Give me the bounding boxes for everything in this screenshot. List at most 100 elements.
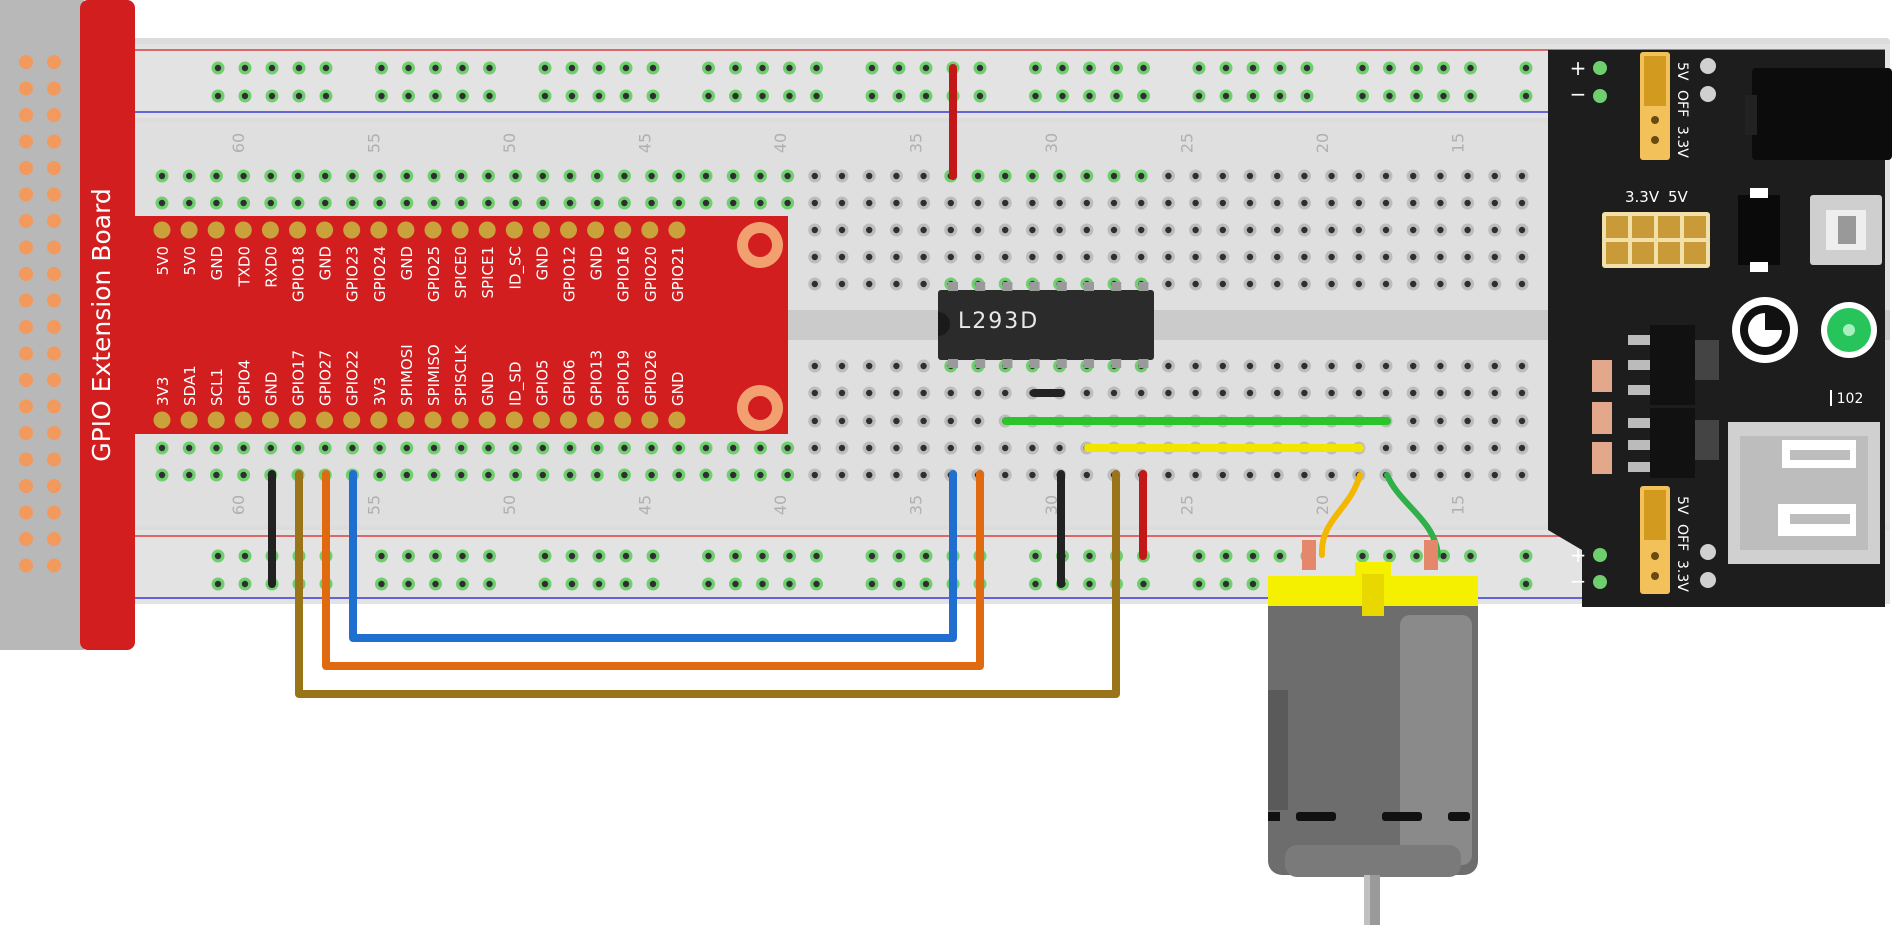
- gpio-pin-label: 5V0: [154, 246, 172, 275]
- chip-leg: [1002, 359, 1013, 368]
- ribbon-pins: [19, 55, 61, 573]
- chip-leg: [975, 282, 986, 291]
- gpio-pin: [587, 411, 605, 429]
- column-number: 30: [1042, 495, 1061, 515]
- gpio-pin-label: SPIMOSI: [398, 344, 416, 406]
- gpio-pin-label: GPIO22: [344, 350, 362, 406]
- column-number: 50: [500, 133, 519, 153]
- ribbon-connector: [0, 0, 84, 650]
- power-module: + − + − 5V OFF 3.3V 5V OFF 3.3V 3.3V 5V: [1548, 50, 1892, 607]
- ribbon-pin: [19, 505, 33, 520]
- ribbon-pin: [19, 532, 33, 546]
- gpio-pin-label: SDA1: [181, 365, 199, 406]
- gpio-pin: [343, 411, 361, 429]
- column-number: 35: [907, 133, 926, 153]
- gpio-pin-label: GND: [317, 246, 335, 280]
- chip-leg: [948, 359, 958, 368]
- gpio-pin-label: 3V3: [371, 377, 389, 406]
- rail-plus-bottom: +: [1570, 543, 1587, 567]
- chip-leg: [1138, 282, 1149, 291]
- ribbon-pin: [19, 346, 33, 361]
- gpio-pin: [641, 411, 659, 429]
- gpio-pin: [180, 411, 198, 429]
- ribbon-pin: [47, 426, 61, 440]
- ribbon-pin: [47, 161, 61, 175]
- gpio-pin: [343, 221, 361, 239]
- ribbon-pin: [19, 55, 33, 69]
- gpio-pin-label: 3V3: [154, 377, 172, 406]
- jumper-top-off: OFF: [1674, 90, 1690, 117]
- chip-leg: [1111, 359, 1122, 368]
- ribbon-pin: [47, 479, 61, 493]
- gpio-pin: [153, 411, 171, 429]
- gpio-pin: [289, 221, 306, 239]
- ribbon-pin: [47, 558, 61, 573]
- ribbon-pin: [47, 214, 61, 228]
- gpio-pin-label: SPIMISO: [425, 344, 443, 406]
- ribbon-pin: [47, 240, 61, 255]
- gpio-pin: [424, 221, 442, 239]
- chip-leg: [1029, 282, 1040, 291]
- ribbon-pin: [19, 108, 33, 122]
- gpio-pin: [587, 221, 605, 239]
- chip-leg: [1138, 359, 1149, 368]
- header-label-5v: 5V: [1668, 188, 1689, 206]
- ribbon-pin: [19, 267, 33, 281]
- chip-leg: [1002, 282, 1013, 291]
- column-number: 35: [907, 495, 926, 515]
- column-number: 15: [1449, 495, 1468, 515]
- ribbon-pin: [47, 55, 61, 69]
- gpio-pin: [451, 221, 469, 239]
- gpio-pin-label: TXD0: [235, 246, 253, 288]
- column-number: 20: [1313, 495, 1332, 515]
- gpio-pin-label: SPISCLK: [452, 344, 470, 406]
- chip-leg: [975, 359, 986, 368]
- gpio-pin-label: GPIO26: [642, 350, 660, 406]
- gpio-pin: [207, 411, 225, 429]
- gpio-pin: [289, 411, 306, 429]
- gpio-pin: [451, 411, 469, 429]
- ribbon-pin: [47, 452, 61, 467]
- column-number: 50: [500, 495, 519, 515]
- gpio-pin: [261, 221, 279, 239]
- gpio-pin-label: GND: [669, 372, 687, 406]
- gpio-pin-label: GPIO13: [588, 350, 606, 406]
- chip-leg: [1084, 359, 1094, 368]
- gpio-pin-label: GPIO20: [642, 246, 660, 302]
- voltage-header: [1602, 212, 1710, 268]
- gpio-pin-label: GPIO5: [533, 360, 551, 406]
- column-number: 20: [1313, 133, 1332, 153]
- column-number: 55: [365, 133, 384, 153]
- gpio-pin: [370, 221, 388, 239]
- gpio-pin-label: GPIO19: [615, 350, 633, 406]
- ribbon-pin: [47, 267, 61, 281]
- ribbon-pin: [19, 134, 33, 149]
- ribbon-pin: [19, 293, 33, 308]
- ribbon-pin: [19, 161, 33, 175]
- chip-label: L293D: [958, 309, 1039, 334]
- column-number: 25: [1178, 133, 1197, 153]
- header-label-3v3: 3.3V: [1625, 188, 1660, 206]
- dc-jack: [1752, 68, 1892, 160]
- gpio-pin: [641, 221, 659, 239]
- ribbon-pin: [19, 426, 33, 440]
- gpio-pin-label: ID_SC: [506, 246, 525, 289]
- ribbon-pin: [19, 399, 33, 414]
- gpio-pin: [668, 221, 686, 239]
- gpio-pin: [397, 221, 415, 239]
- wire-orange: [322, 470, 984, 670]
- ribbon-pin: [47, 532, 61, 546]
- gpio-pin: [207, 221, 225, 239]
- board-title: GPIO Extension Board: [87, 188, 116, 462]
- gpio-pin: [560, 411, 577, 429]
- gpio-pin-label: GPIO27: [317, 350, 335, 406]
- ribbon-pin: [47, 187, 61, 202]
- gpio-pin-label: GPIO4: [235, 360, 253, 406]
- gpio-pin: [505, 411, 523, 429]
- column-number: 40: [771, 133, 790, 153]
- ribbon-pin: [47, 346, 61, 361]
- ribbon-pin: [47, 373, 61, 387]
